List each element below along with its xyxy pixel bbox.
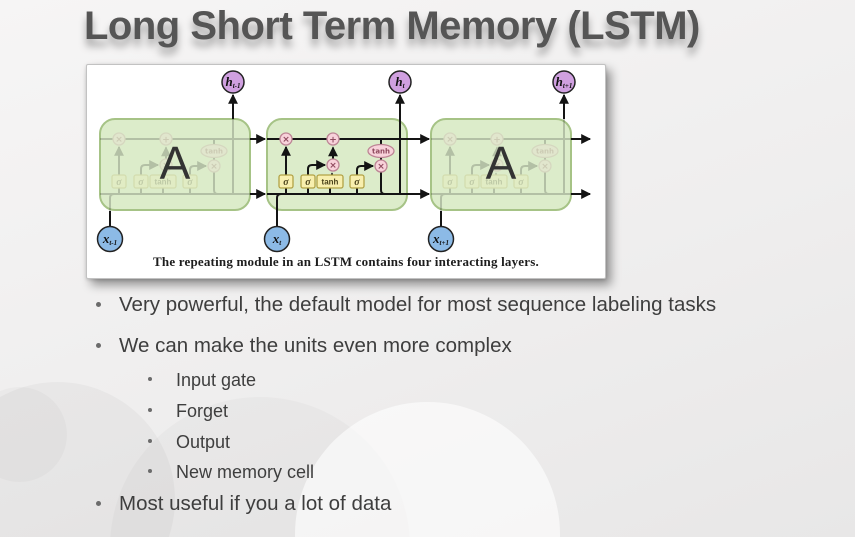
svg-text:ht+1: ht+1 bbox=[556, 74, 573, 90]
svg-text:ht: ht bbox=[395, 74, 405, 90]
bullet-text: Most useful if you a lot of data bbox=[119, 492, 392, 515]
bullet-text: We can make the units even more complex bbox=[119, 334, 512, 357]
node-h-prev: ht-1 bbox=[221, 70, 245, 94]
bullet-item: We can make the units even more complex bbox=[96, 334, 836, 358]
node-x-prev: xt-1 bbox=[96, 225, 124, 253]
bullet-item: Output bbox=[148, 431, 855, 453]
bullet-dot bbox=[96, 343, 101, 348]
svg-text:xt+1: xt+1 bbox=[432, 231, 449, 247]
svg-text:ht-1: ht-1 bbox=[225, 74, 240, 90]
bullet-text: New memory cell bbox=[176, 462, 315, 482]
svg-text:xt-1: xt-1 bbox=[102, 231, 117, 247]
bullet-item: Forget bbox=[148, 400, 855, 422]
bullet-item: Input gate bbox=[148, 369, 855, 391]
module-a-label: A bbox=[486, 137, 517, 189]
bullet-text: Very powerful, the default model for mos… bbox=[119, 293, 717, 316]
flow-arrows bbox=[109, 93, 592, 226]
bullet-dot bbox=[148, 377, 152, 381]
svg-text:xt: xt bbox=[272, 231, 283, 247]
bullet-dot bbox=[96, 501, 101, 506]
figure-caption: The repeating module in an LSTM contains… bbox=[153, 254, 539, 269]
bullet-text: Output bbox=[176, 432, 231, 452]
bullet-dot bbox=[148, 439, 152, 443]
bullet-item: Most useful if you a lot of data bbox=[96, 492, 836, 516]
bullet-dot bbox=[96, 302, 101, 307]
node-h-next: ht+1 bbox=[552, 70, 576, 94]
bullet-dot bbox=[148, 408, 152, 412]
bullet-item: New memory cell bbox=[148, 461, 855, 483]
bullet-text: Forget bbox=[176, 401, 229, 421]
node-x-next: xt+1 bbox=[427, 225, 455, 253]
module-a-label: A bbox=[160, 137, 191, 189]
page-title: Long Short Term Memory (LSTM) bbox=[84, 4, 700, 48]
bullet-item: Very powerful, the default model for mos… bbox=[96, 293, 836, 317]
bullet-text: Input gate bbox=[176, 370, 257, 390]
lstm-diagram: × + × × tanh σ σ tanh σ bbox=[96, 70, 592, 253]
node-h-current: ht bbox=[388, 70, 412, 94]
bullet-dot bbox=[148, 469, 152, 473]
lstm-figure: × + × × tanh σ σ tanh σ bbox=[86, 64, 606, 279]
node-x-current: xt bbox=[263, 225, 291, 253]
